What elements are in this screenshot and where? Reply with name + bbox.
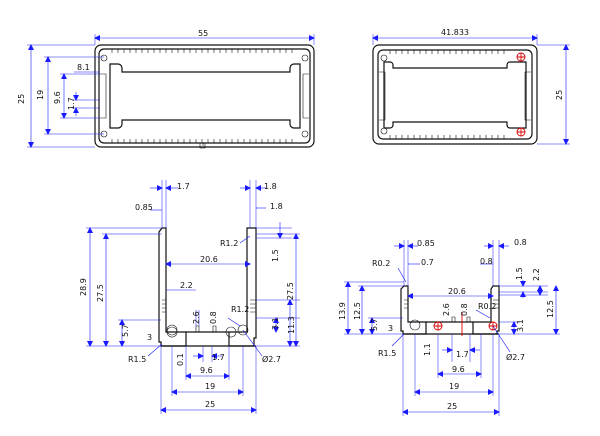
label-small-web-a: 2.6 bbox=[442, 303, 451, 316]
front-outer-shell bbox=[94, 44, 315, 148]
label-small-total-height: 13.9 bbox=[338, 302, 347, 320]
label-end-width: 41.833 bbox=[441, 28, 469, 37]
label-small-fin-a: 0.7 bbox=[421, 258, 434, 267]
label-small-inner-base: 9.6 bbox=[452, 365, 465, 374]
end-inner-window bbox=[383, 61, 527, 129]
label-end-height: 25 bbox=[555, 90, 564, 100]
label-small-span: 19 bbox=[449, 382, 459, 391]
label-small-slot-h: 3.1 bbox=[516, 319, 525, 332]
label-front-slot-depth: 9.6 bbox=[53, 91, 62, 104]
profile-small-center-ribs bbox=[451, 316, 471, 322]
label-large-overall: 25 bbox=[205, 400, 215, 409]
profile-small: 0.85 R0.2 0.7 0.8 0.8 20.6 1.5 2.2 13.9 … bbox=[338, 238, 560, 416]
end-outer-shell bbox=[372, 44, 538, 145]
front-inner-window bbox=[109, 63, 301, 129]
label-large-top-wall-left: 1.7 bbox=[177, 182, 190, 191]
end-screw-holes bbox=[516, 52, 526, 137]
profile-large: 1.7 0.85 1.8 1.8 R1.2 20.6 1.5 28.9 27.5… bbox=[79, 180, 300, 414]
label-large-slot-h: 3.1 bbox=[271, 317, 280, 330]
profile-small-wall-ribs bbox=[404, 299, 499, 309]
label-large-inner-width: 20.6 bbox=[200, 255, 218, 264]
front-top-ribs bbox=[111, 49, 293, 143]
label-large-center-gap: 1.7 bbox=[212, 353, 225, 362]
label-small-step-b: 2.2 bbox=[532, 268, 541, 281]
label-small-inner-width: 20.6 bbox=[448, 287, 466, 296]
label-large-fillet-base: R1.5 bbox=[128, 355, 146, 364]
label-large-slot-total: 11.3 bbox=[287, 316, 296, 334]
label-large-gap: 0.1 bbox=[176, 353, 185, 366]
profile-small-left-wall bbox=[400, 285, 427, 335]
front-view: 55 25 19 9.6 1.7 8.1 bbox=[17, 29, 315, 149]
label-small-left-fin: 0.85 bbox=[417, 239, 435, 248]
label-large-right-fin: 1.8 bbox=[270, 202, 283, 211]
label-large-web-b: 0.8 bbox=[209, 311, 218, 324]
profile-small-left-boss bbox=[409, 319, 421, 331]
label-front-slot-width: 1.7 bbox=[67, 97, 76, 110]
label-small-base-a: 5.7 bbox=[370, 318, 379, 331]
label-large-web-a: 2.6 bbox=[192, 311, 201, 324]
label-front-inner-height: 19 bbox=[36, 90, 45, 100]
label-small-hole: Ø2.7 bbox=[506, 352, 525, 362]
label-large-fillet-top: R1.2 bbox=[220, 239, 238, 248]
label-small-right-height: 12.5 bbox=[546, 300, 555, 318]
label-large-left-fin: 0.85 bbox=[135, 203, 153, 212]
profile-large-center-ribs bbox=[195, 325, 217, 332]
end-view: 41.833 25 bbox=[372, 28, 570, 145]
label-small-center-gap: 1.7 bbox=[456, 350, 469, 359]
label-large-base-b: 3 bbox=[147, 333, 152, 342]
profile-large-screw-bosses bbox=[166, 326, 237, 338]
end-top-ribs bbox=[389, 50, 505, 139]
label-small-gap: 1.1 bbox=[423, 343, 432, 356]
label-small-inner-height: 12.5 bbox=[353, 302, 362, 320]
label-large-inner-base: 9.6 bbox=[200, 366, 213, 375]
label-small-fillet-top: R0.2 bbox=[372, 259, 390, 268]
label-small-base-b: 3 bbox=[388, 324, 393, 333]
label-front-lip: 8.1 bbox=[77, 63, 90, 72]
label-small-overall: 25 bbox=[447, 402, 457, 411]
front-corner-clips bbox=[100, 54, 309, 149]
label-large-span: 19 bbox=[205, 382, 215, 391]
label-large-top-wall-right: 1.8 bbox=[264, 182, 277, 191]
label-large-base-a: 5.7 bbox=[121, 324, 130, 337]
profile-large-wall-ribs bbox=[162, 299, 256, 313]
label-small-fillet-low: R0.2 bbox=[478, 302, 496, 311]
end-outer-shell-inner bbox=[377, 49, 533, 140]
label-front-width: 55 bbox=[198, 29, 208, 38]
label-large-total-height: 28.9 bbox=[79, 278, 88, 296]
label-large-hole: Ø2.7 bbox=[262, 354, 281, 364]
label-large-fillet-low: R1.2 bbox=[231, 305, 249, 314]
label-large-inner-height-left: 27.5 bbox=[96, 284, 105, 302]
label-small-step: 1.5 bbox=[515, 267, 524, 280]
label-small-fillet-base: R1.5 bbox=[378, 349, 396, 358]
label-small-right-fin: 0.8 bbox=[514, 238, 527, 247]
label-small-web-b: 0.8 bbox=[460, 303, 469, 316]
end-corner-clips bbox=[379, 54, 531, 135]
label-large-side-step: 1.5 bbox=[271, 249, 280, 262]
front-outer-shell-inner bbox=[98, 48, 311, 144]
label-small-fin-b: 0.8 bbox=[480, 257, 493, 266]
label-large-inner-height-right: 27.5 bbox=[286, 282, 295, 300]
label-large-ledge: 2.2 bbox=[180, 281, 193, 290]
label-front-height: 25 bbox=[17, 94, 26, 104]
